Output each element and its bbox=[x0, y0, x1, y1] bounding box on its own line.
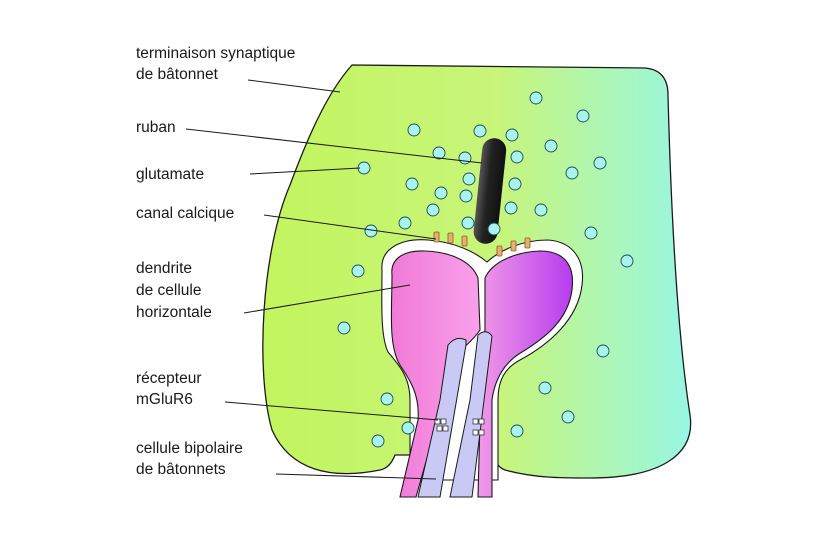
glutamate-vesicle bbox=[561, 410, 575, 424]
glutamate-vesicle bbox=[504, 201, 518, 215]
glutamate-vesicle bbox=[529, 91, 543, 105]
glutamate-vesicles bbox=[337, 91, 634, 448]
glutamate-vesicle bbox=[508, 177, 522, 191]
label-mglur6-receptor: récepteur mGluR6 bbox=[136, 370, 206, 408]
label-line: canal calcique bbox=[136, 205, 234, 222]
label-line: récepteur bbox=[136, 370, 201, 387]
label-line: cellule bipolaire bbox=[136, 440, 243, 457]
glutamate-vesicle bbox=[534, 203, 548, 217]
leader-ribbon bbox=[185, 128, 483, 164]
bipolar-dendrite-left bbox=[417, 337, 467, 498]
glutamate-vesicle bbox=[434, 186, 448, 200]
glutamate-vesicle bbox=[371, 434, 385, 448]
leader-rod-terminal bbox=[247, 79, 341, 93]
label-glutamate: glutamate bbox=[136, 166, 204, 183]
label-line: ruban bbox=[136, 119, 176, 136]
glutamate-vesicle bbox=[544, 139, 558, 153]
glutamate-vesicle bbox=[565, 166, 579, 180]
label-calcium-channel: canal calcique bbox=[136, 205, 234, 222]
glutamate-vesicle bbox=[351, 264, 365, 278]
label-line: de bâtonnet bbox=[136, 66, 219, 83]
label-line: dendrite bbox=[136, 260, 192, 277]
glutamate-vesicle bbox=[459, 189, 473, 203]
glutamate-vesicle bbox=[473, 124, 487, 138]
glutamate-vesicle bbox=[432, 146, 446, 160]
label-line: horizontale bbox=[136, 304, 212, 321]
glutamate-vesicle bbox=[462, 172, 476, 186]
glutamate-vesicle bbox=[426, 203, 440, 217]
label-line: terminaison synaptique bbox=[136, 45, 295, 62]
mglur6-receptors bbox=[434, 418, 485, 436]
label-line: glutamate bbox=[136, 166, 204, 183]
glutamate-vesicle bbox=[510, 424, 524, 438]
glutamate-vesicle bbox=[401, 421, 415, 435]
label-bipolar-cell: cellule bipolaire de bâtonnets bbox=[136, 440, 247, 478]
glutamate-vesicle bbox=[510, 150, 524, 164]
glutamate-vesicle bbox=[538, 381, 552, 395]
label-ribbon: ruban bbox=[136, 119, 176, 136]
label-line: mGluR6 bbox=[136, 391, 193, 408]
leader-mglur6 bbox=[224, 401, 439, 421]
glutamate-vesicle bbox=[620, 254, 634, 268]
glutamate-vesicle bbox=[458, 151, 472, 165]
leader-horizontal-dendrite bbox=[243, 284, 411, 314]
glutamate-vesicle bbox=[576, 109, 590, 123]
glutamate-vesicle bbox=[337, 321, 351, 335]
synaptic-ribbon bbox=[473, 138, 507, 244]
leader-bipolar-cell bbox=[275, 473, 437, 480]
glutamate-vesicle bbox=[593, 156, 607, 170]
glutamate-vesicle bbox=[398, 216, 412, 230]
glutamate-vesicle bbox=[596, 344, 610, 358]
leader-glutamate bbox=[249, 167, 361, 175]
glutamate-vesicle bbox=[380, 392, 394, 406]
glutamate-vesicle bbox=[461, 216, 475, 230]
leader-lines bbox=[185, 79, 483, 480]
glutamate-vesicle bbox=[405, 177, 419, 191]
label-horizontal-dendrite: dendrite de cellule horizontale bbox=[136, 260, 212, 321]
label-line: de bâtonnets bbox=[136, 461, 226, 478]
calcium-channels bbox=[433, 231, 531, 257]
glutamate-vesicle bbox=[505, 128, 519, 142]
label-rod-terminal: terminaison synaptique de bâtonnet bbox=[136, 45, 300, 83]
glutamate-vesicle bbox=[407, 123, 421, 137]
label-line: de cellule bbox=[136, 282, 202, 299]
glutamate-vesicle bbox=[584, 226, 598, 240]
leader-calcium-channel bbox=[263, 214, 437, 240]
bipolar-dendrite-right bbox=[449, 331, 493, 498]
glutamate-vesicle bbox=[487, 222, 501, 236]
